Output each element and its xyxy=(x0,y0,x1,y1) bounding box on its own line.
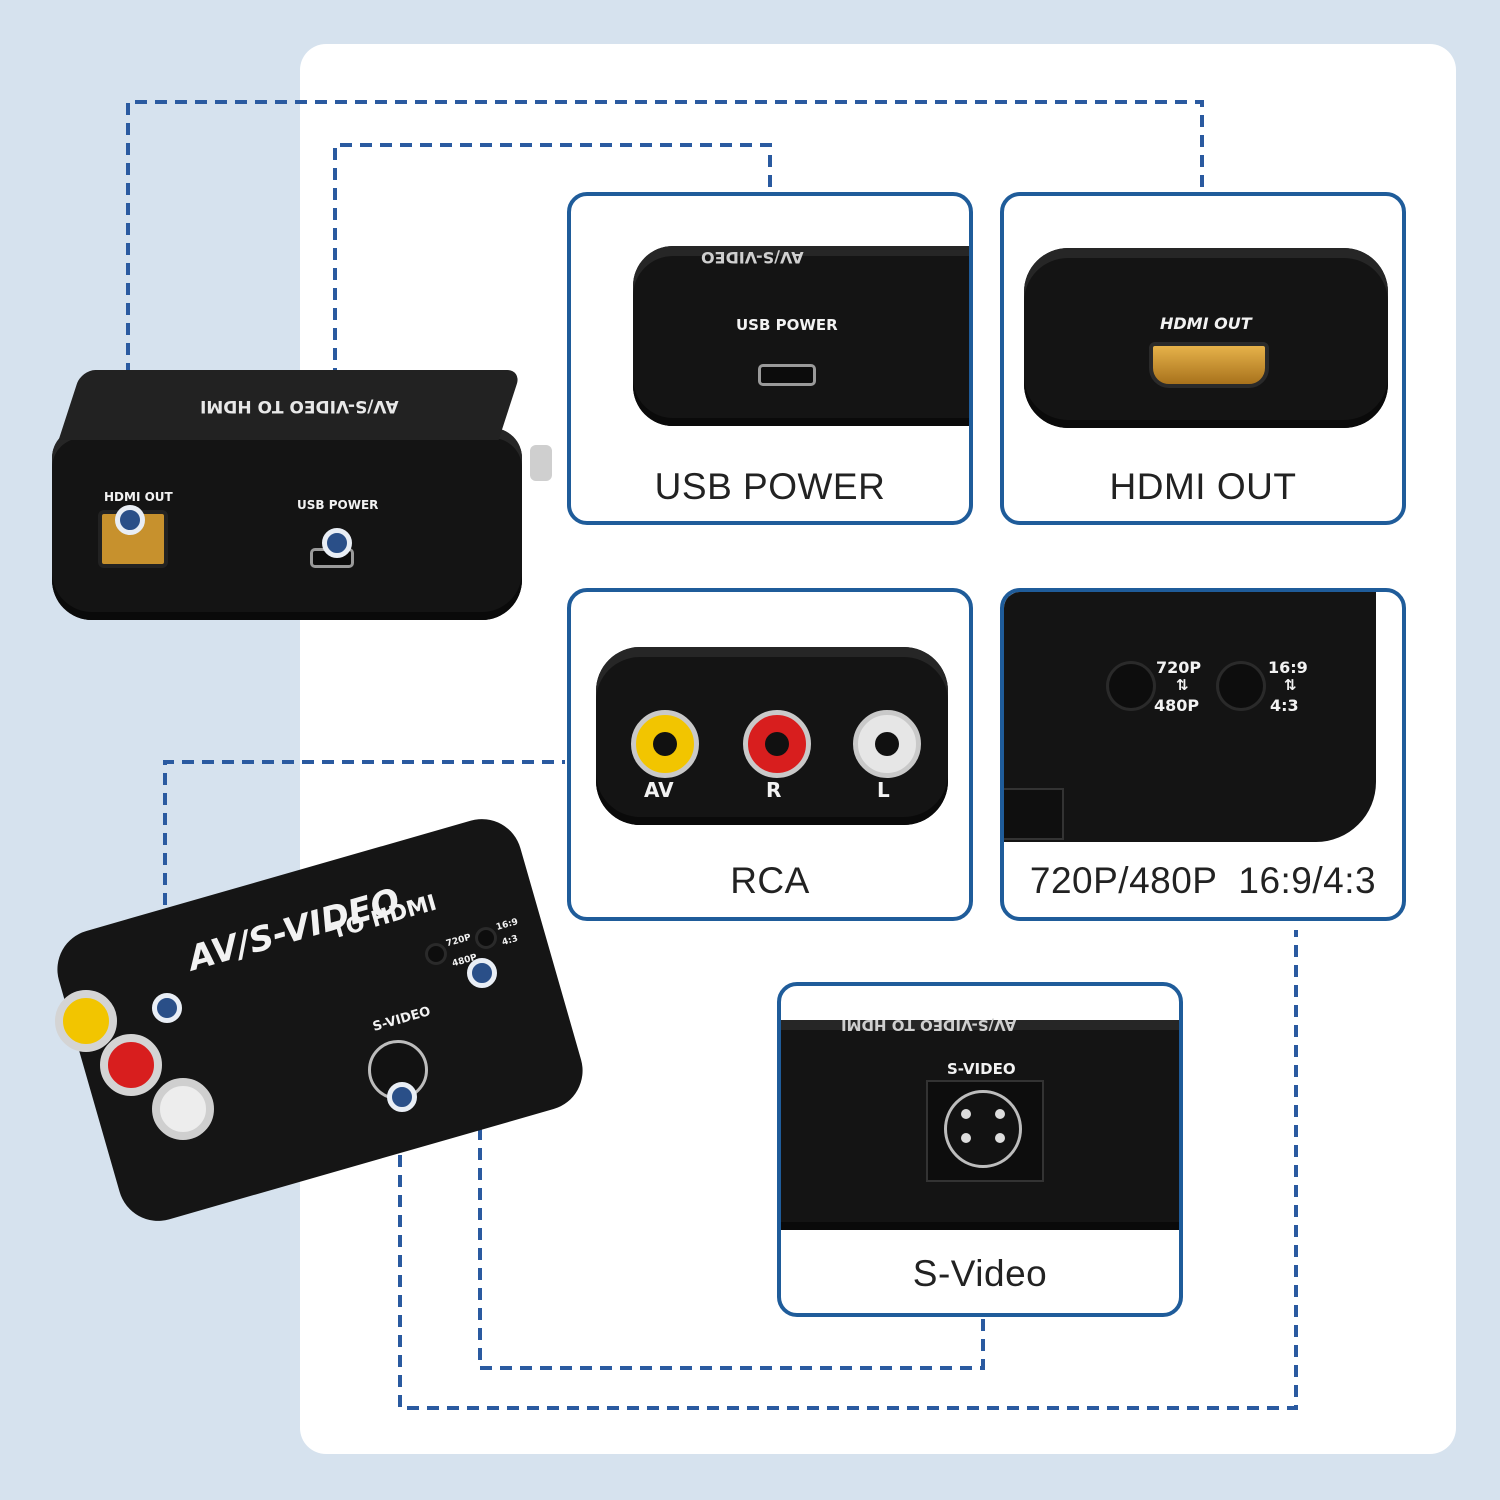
connector-hdmi xyxy=(126,100,1204,515)
svideo-device-top-text: AV/S-VIDEO TO HDMI xyxy=(841,1016,1017,1034)
product-back-title: AV/S-VIDEO TO HDMI xyxy=(200,396,399,416)
svideo-device-label: S-VIDEO xyxy=(947,1060,1016,1078)
card-svideo: AV/S-VIDEO TO HDMI S-VIDEO S-Video xyxy=(777,982,1183,1317)
back-usb-label: USB POWER xyxy=(297,498,379,512)
card-hdmi-out-label: HDMI OUT xyxy=(1109,466,1297,507)
switch-resolution-button[interactable] xyxy=(1109,664,1153,708)
switch1-bottom: 480P xyxy=(1154,696,1200,715)
card-switches-label: 720P/480P 16:9/4:3 xyxy=(1029,860,1377,901)
rca-l-jack xyxy=(853,710,921,778)
product-back-rca-stub xyxy=(530,445,552,481)
back-hdmi-dot xyxy=(115,505,145,535)
card-switches: 720P ⇅ 480P 16:9 ⇅ 4:3 720P/480P 16:9/4:… xyxy=(1000,588,1406,921)
svideo-port xyxy=(944,1090,1022,1168)
card-rca-label: RCA xyxy=(730,860,810,901)
card-svideo-label: S-Video xyxy=(912,1253,1048,1294)
rca-av-label: AV xyxy=(644,778,674,802)
hdmi-device xyxy=(1024,248,1388,428)
front-rca-white xyxy=(152,1078,214,1140)
usb-port xyxy=(758,364,816,386)
rca-r-jack xyxy=(743,710,811,778)
connector-switches xyxy=(478,968,985,1370)
card-rca: AV R L RCA xyxy=(567,588,973,921)
switch-aspect-button[interactable] xyxy=(1219,664,1263,708)
hdmi-port xyxy=(1149,342,1269,388)
back-hdmi-label: HDMI OUT xyxy=(104,490,173,504)
front-rca-yellow xyxy=(55,990,117,1052)
switch1-arrow: ⇅ xyxy=(1176,676,1189,694)
front-rca-red xyxy=(100,1034,162,1096)
switch2-bottom: 4:3 xyxy=(1270,696,1299,715)
front-switch-dot xyxy=(467,958,497,988)
rca-av-jack xyxy=(631,710,699,778)
hdmi-device-label: HDMI OUT xyxy=(1160,314,1252,333)
rca-r-label: R xyxy=(766,778,782,802)
switch2-top: 16:9 xyxy=(1268,658,1308,677)
front-svideo-dot xyxy=(387,1082,417,1112)
usb-device-top-text: AV/S-VIDEO xyxy=(701,248,804,267)
card-usb-power-label: USB POWER xyxy=(654,466,886,507)
switches-svideo-corner xyxy=(1004,788,1064,840)
back-usb-dot xyxy=(322,528,352,558)
card-usb-power: AV/S-VIDEO USB POWER USB POWER xyxy=(567,192,973,525)
switch1-top: 720P xyxy=(1156,658,1202,677)
front-rca-dot xyxy=(152,993,182,1023)
connector-svideo xyxy=(398,930,1298,1410)
switches-device-surface xyxy=(1004,592,1376,842)
rca-l-label: L xyxy=(877,778,890,802)
switch2-arrow: ⇅ xyxy=(1284,676,1297,694)
connector-usb xyxy=(333,143,772,540)
card-hdmi-out: HDMI OUT HDMI OUT xyxy=(1000,192,1406,525)
usb-device-label: USB POWER xyxy=(736,316,838,334)
usb-device xyxy=(633,246,969,426)
front-switch-aspect[interactable] xyxy=(478,930,494,946)
front-switch-resolution[interactable] xyxy=(428,946,444,962)
